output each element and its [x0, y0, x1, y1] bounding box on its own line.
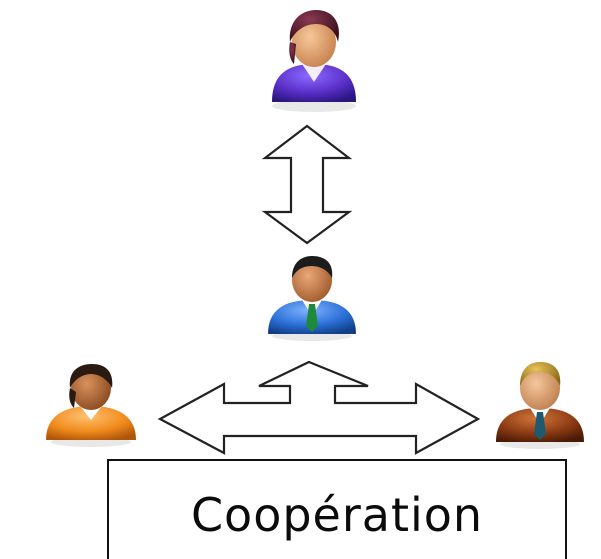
- person-blue-icon: [256, 250, 368, 342]
- person-brown-icon: [484, 358, 596, 450]
- caption-label: Coopération: [190, 488, 484, 542]
- person-purple-icon: [258, 2, 370, 114]
- vertical-double-arrow: [261, 124, 353, 245]
- three-way-arrow: [157, 360, 481, 455]
- person-orange-icon: [36, 358, 146, 448]
- caption-box: Coopération: [107, 459, 567, 559]
